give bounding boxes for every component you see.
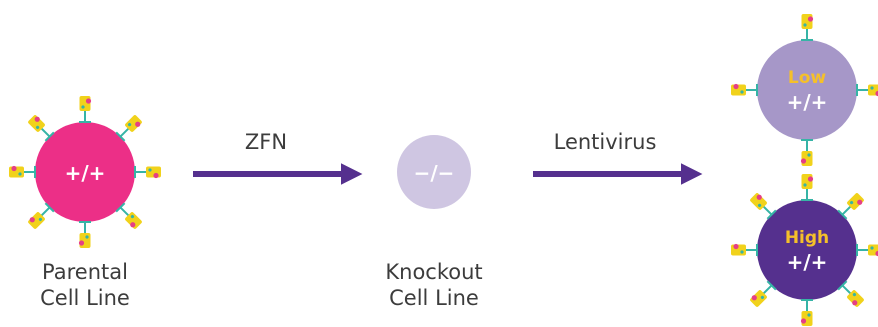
parental-label-line2: Cell Line (40, 286, 130, 310)
parental-cell-label: Parental Cell Line (30, 259, 140, 311)
knockout-cell: −/− (397, 135, 471, 209)
knockout-label-line2: Cell Line (389, 286, 479, 310)
zfn-label: ZFN (245, 130, 287, 154)
high-genotype: +/+ (787, 250, 828, 274)
high-expression-cell: High +/+ (730, 173, 878, 327)
zfn-step: ZFN (193, 130, 363, 185)
knockout-label-line1: Knockout (385, 260, 483, 284)
high-level-label: High (785, 228, 829, 248)
parental-label-line1: Parental (42, 260, 128, 284)
lentivirus-step: Lentivirus (533, 130, 703, 185)
parental-genotype: +/+ (65, 161, 106, 185)
lentivirus-label: Lentivirus (554, 130, 657, 154)
knockout-genotype: −/− (414, 161, 455, 185)
parental-cell: +/+ (8, 95, 162, 249)
low-level-label: Low (788, 68, 827, 88)
low-genotype: +/+ (787, 90, 828, 114)
low-expression-cell: Low +/+ (730, 13, 878, 167)
knockout-cell-label: Knockout Cell Line (374, 259, 494, 311)
